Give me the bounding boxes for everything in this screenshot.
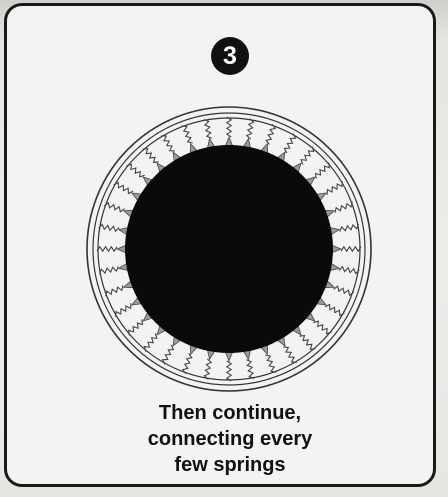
caption-line-2: connecting every (60, 426, 400, 452)
trampoline-mat (125, 145, 333, 353)
caption-line-1: Then continue, (60, 400, 400, 426)
trampoline-springs-icon (84, 104, 374, 394)
caption-line-3: few springs (60, 452, 400, 478)
step-number-badge: 3 (211, 37, 249, 75)
step-caption: Then continue, connecting every few spri… (60, 400, 400, 478)
